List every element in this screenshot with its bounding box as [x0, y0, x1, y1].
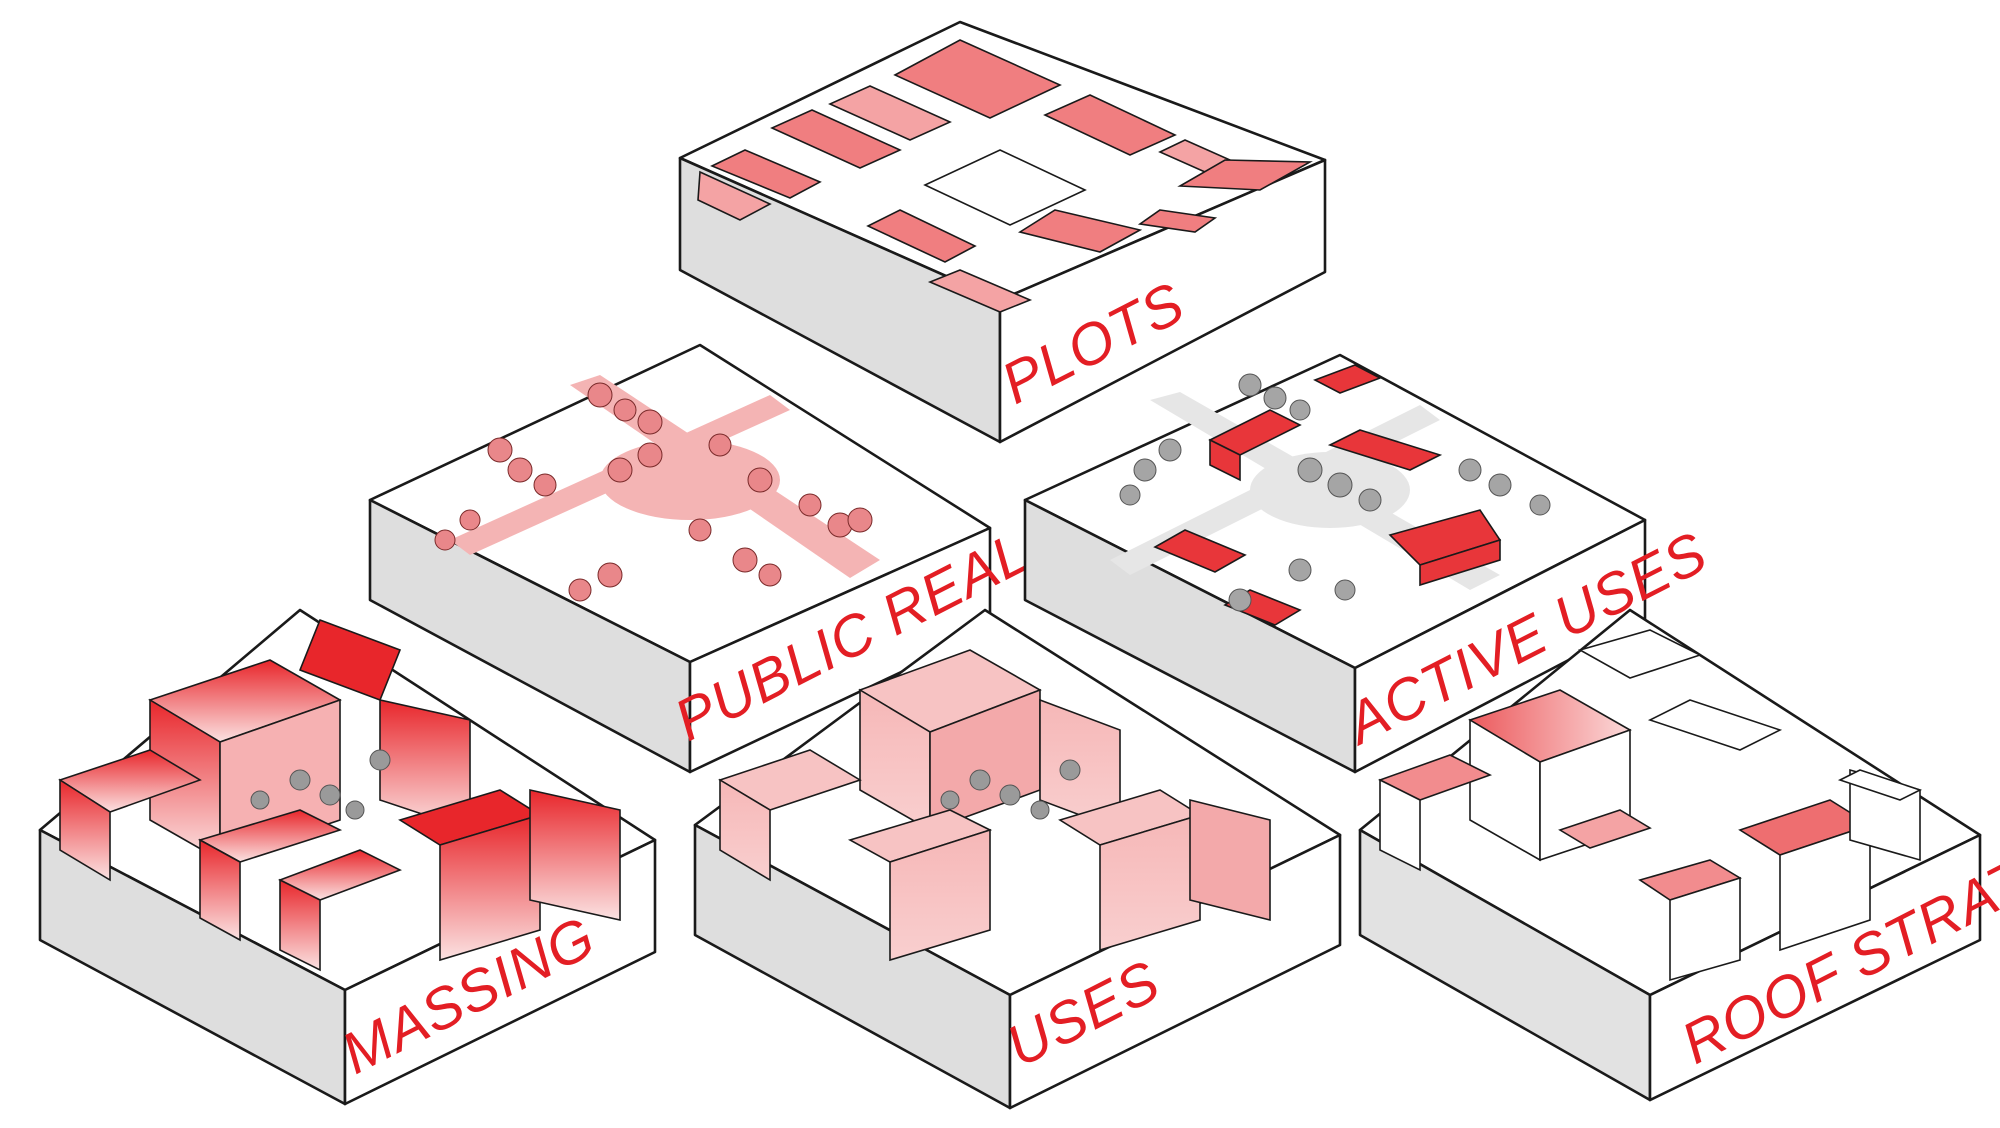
plot-parcel	[828, 85, 952, 141]
building-block	[889, 828, 991, 962]
building-block	[1189, 798, 1271, 922]
building-block	[279, 878, 321, 972]
plot-parcel	[893, 39, 1062, 119]
building-block	[199, 838, 241, 942]
roof-strategy-buildings	[1377, 629, 1923, 982]
building-block	[1558, 809, 1652, 849]
plot-parcel	[1177, 159, 1313, 191]
active-use-block	[1209, 438, 1241, 482]
building-block	[719, 778, 771, 882]
active-uses-trees	[1119, 373, 1551, 612]
plots-base-right-side	[998, 158, 1327, 444]
panel-massing: MASSING	[38, 608, 657, 1106]
panel-plots: PLOTS	[678, 20, 1327, 444]
active-use-block	[1313, 364, 1382, 394]
active-uses-buildings	[1153, 364, 1502, 626]
plot-parcel	[927, 269, 1033, 313]
plot-parcel	[1043, 94, 1177, 156]
building-block	[1779, 823, 1871, 952]
massing-buildings	[58, 618, 621, 972]
solar-panel-roof	[1837, 769, 1923, 801]
panel-uses: USES	[693, 608, 1342, 1110]
active-use-block	[1153, 529, 1247, 573]
building-block	[439, 813, 541, 962]
panel-active-uses: ACTIVE USES	[1023, 353, 1717, 774]
building-block	[1099, 813, 1201, 952]
plot-parcel	[697, 170, 772, 221]
building-block	[529, 789, 621, 921]
uses-trees	[940, 759, 1081, 820]
plot-parcels	[697, 39, 1313, 313]
active-use-block	[1419, 538, 1501, 587]
massing-trees	[250, 749, 391, 820]
active-use-block	[1327, 429, 1443, 471]
building-block	[59, 778, 111, 882]
plot-center-square	[923, 149, 1087, 226]
building-block	[1577, 629, 1703, 679]
plot-parcel	[770, 109, 902, 169]
plot-parcel	[866, 209, 977, 263]
building-block	[1669, 876, 1741, 982]
plot-parcel	[1017, 209, 1143, 253]
building-block	[1379, 778, 1421, 872]
plot-parcel	[1137, 209, 1218, 233]
building-block	[1647, 699, 1783, 751]
public-realm-trees	[434, 382, 873, 602]
plot-parcel	[710, 149, 822, 199]
